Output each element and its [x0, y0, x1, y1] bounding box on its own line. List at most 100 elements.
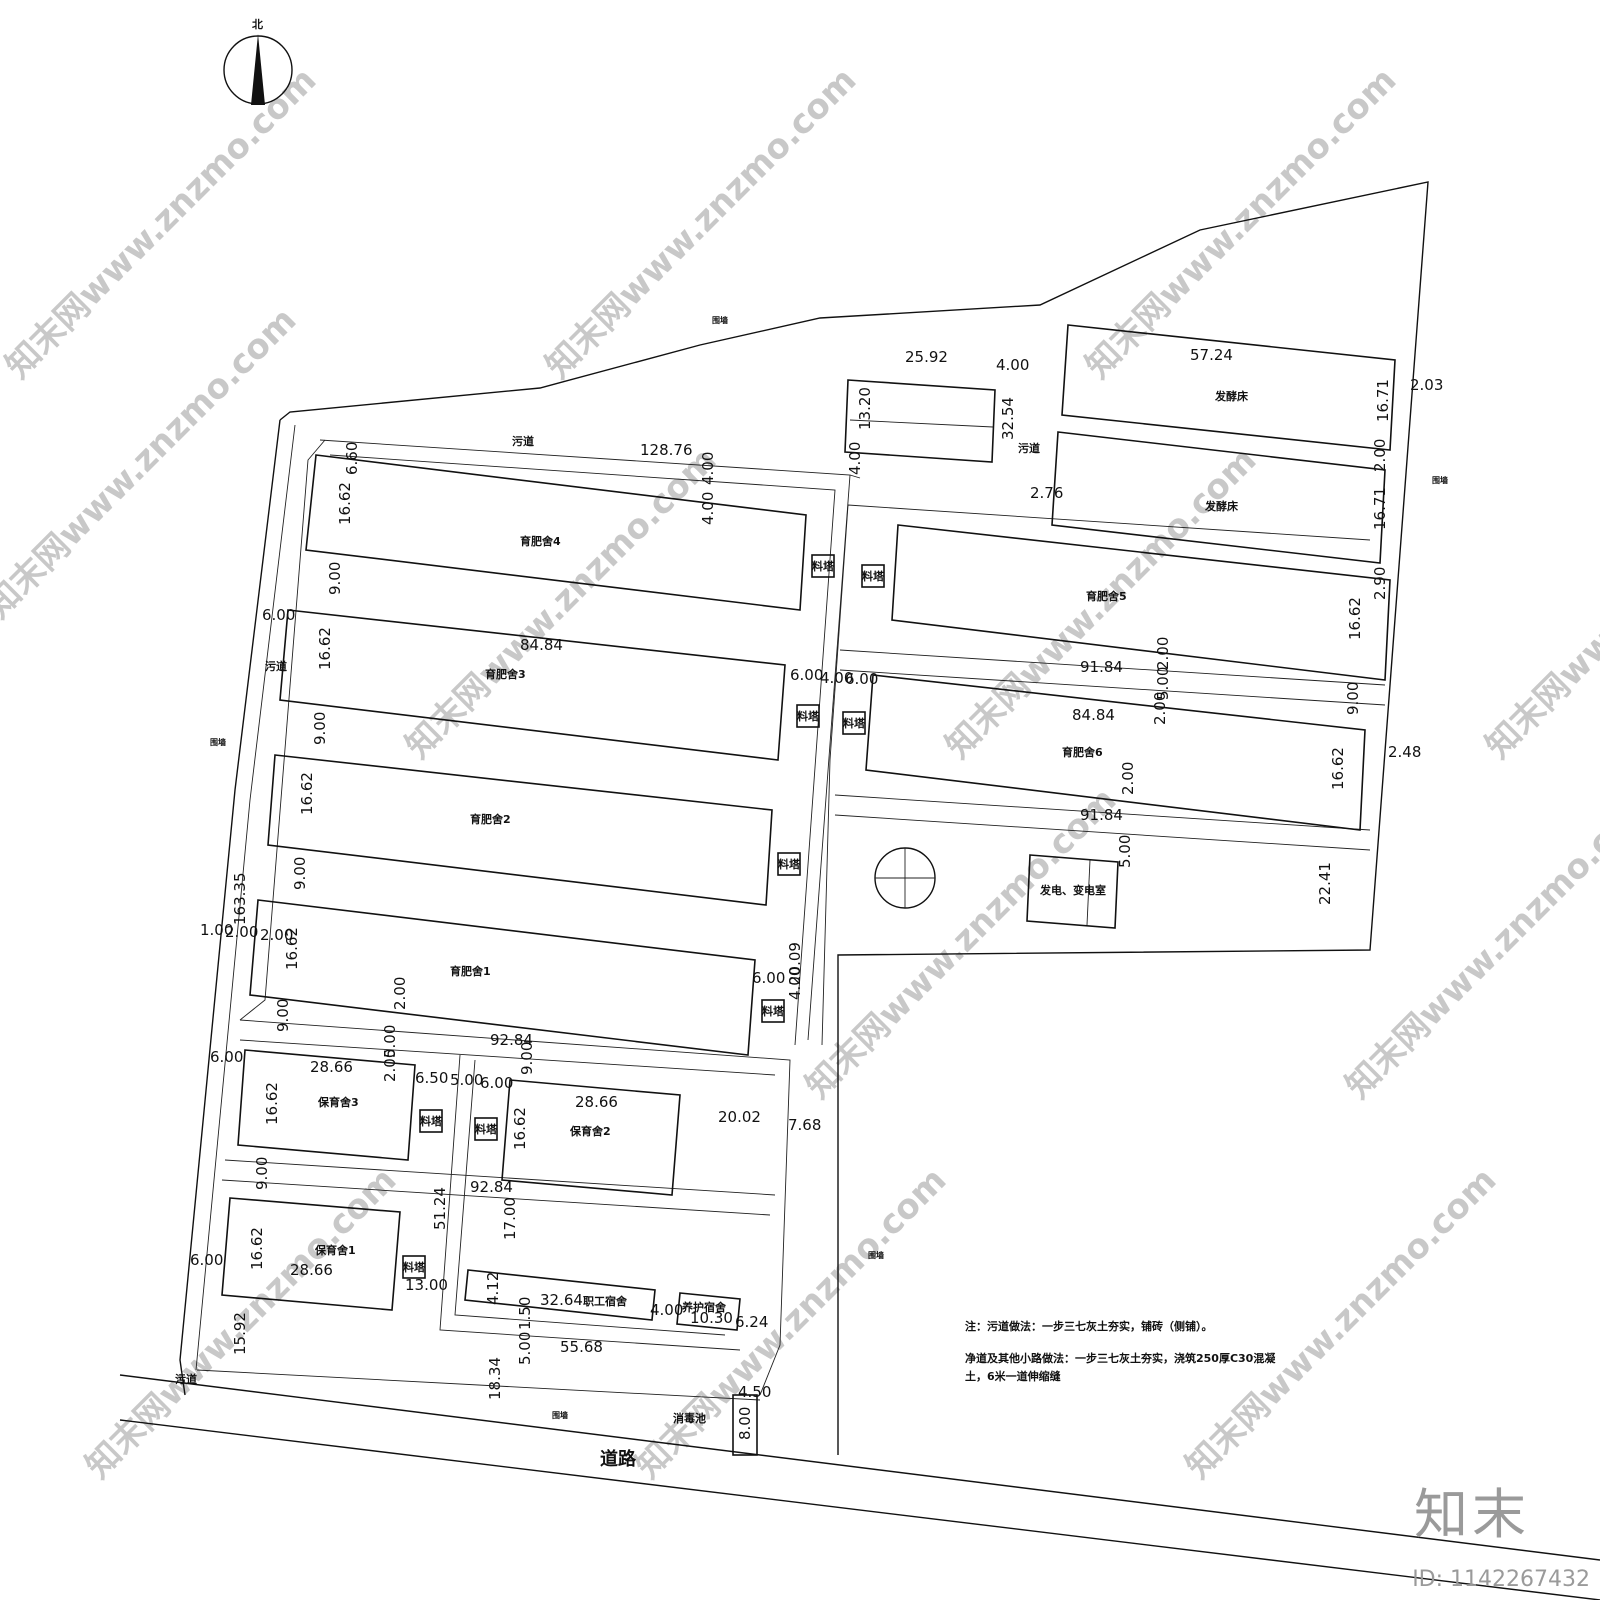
- dimension: 6.00: [190, 1251, 223, 1269]
- dimension: 10.30: [690, 1309, 733, 1327]
- dimension: 9.00: [518, 1042, 536, 1075]
- dimension: 2.00: [391, 977, 409, 1010]
- feed-tower: [402, 1255, 426, 1279]
- dimension: 20.02: [718, 1108, 761, 1126]
- dimension: 51.24: [431, 1187, 449, 1230]
- dimension: 4.00: [996, 356, 1029, 374]
- dimension: 2.00: [1119, 762, 1137, 795]
- label-dirty-road: 污道: [265, 659, 287, 673]
- watermark-text: 知末网www.znzmo.com: [1338, 780, 1600, 1106]
- dimension: 6.00: [210, 1048, 243, 1066]
- dimension: 28.66: [290, 1261, 333, 1279]
- dimension: 6.00: [845, 670, 878, 688]
- feed-tower: [796, 704, 820, 728]
- building-nursery3: [279, 609, 786, 761]
- label-nursery2: 育肥舍2: [470, 812, 511, 826]
- watermark-text: 知末网www.znzmo.com: [538, 60, 864, 386]
- watermark-layer: 知末网www.znzmo.com 知末网www.znzmo.com 知末网www…: [0, 60, 1600, 1486]
- label-feed-tower: 料塔: [475, 1122, 498, 1136]
- dimension: 16.62: [336, 482, 354, 525]
- dimension: 28.66: [575, 1093, 618, 1111]
- internal-roads: [221, 439, 1386, 1396]
- label-wall: 围墙: [712, 315, 728, 325]
- dimension: 4.00: [650, 1301, 683, 1319]
- watermark-text: 知末网www.znzmo.com: [398, 440, 724, 766]
- dimension: 9.00: [253, 1157, 271, 1190]
- dimension: 4.50: [738, 1383, 771, 1401]
- brand-logo: 知末: [1414, 1483, 1530, 1546]
- road: 道路: [119, 1374, 1600, 1600]
- building-nursery2: [267, 754, 773, 906]
- label-guard-dorm: 养护宿舍: [681, 1300, 727, 1314]
- label-dirty-road: 污道: [175, 1372, 197, 1386]
- watermark-text: 知末网www.znzmo.com: [798, 780, 1124, 1106]
- dimension: 2.00: [260, 926, 293, 944]
- dimension: 9.00: [311, 712, 329, 745]
- dimension: 84.84: [520, 636, 563, 654]
- dimension: 2.76: [1030, 484, 1063, 502]
- dimension: 2.00: [1151, 692, 1169, 725]
- dimension: 4.12: [484, 1272, 502, 1305]
- label-feed-tower: 料塔: [762, 1004, 785, 1018]
- dimension: 20.09: [786, 942, 804, 985]
- label-feed-tower: 料塔: [843, 716, 866, 730]
- feed-tower: [861, 564, 885, 588]
- feed-tower: [842, 711, 866, 735]
- feed-towers: [402, 554, 885, 1279]
- dimension: 17.00: [501, 1197, 519, 1240]
- dimension: 8.00: [736, 1407, 754, 1440]
- dimension-labels: 25.92 4.00 57.24 2.03 2.76 128.76 6.00 8…: [190, 346, 1443, 1401]
- dimension: 6.24: [735, 1313, 768, 1331]
- label-wall: 围墙: [868, 1250, 884, 1260]
- dimension: 2.48: [1388, 743, 1421, 761]
- dimension: 5.00: [381, 1025, 399, 1058]
- dimension: 9.00: [274, 999, 292, 1032]
- dimension: 6.00: [262, 606, 295, 624]
- dimension: 16.71: [1374, 379, 1392, 422]
- label-feed-tower: 料塔: [862, 569, 885, 583]
- note-dirty-road: 注：污道做法：一步三七灰土夯实，铺砖（侧铺）。: [965, 1320, 1213, 1333]
- label-dirty-road: 污道: [512, 434, 534, 448]
- dimension: 1.00: [200, 921, 233, 939]
- dimension: 18.34: [486, 1357, 504, 1400]
- feed-tower: [811, 554, 835, 578]
- label-nursery6: 育肥舍6: [1062, 745, 1103, 759]
- dimension: 5.00: [1116, 835, 1134, 868]
- label-feed-tower: 料塔: [797, 709, 820, 723]
- label-feed-tower: 料塔: [420, 1114, 443, 1128]
- label-nursery4: 育肥舍4: [520, 534, 561, 548]
- label-care1: 保育舍1: [314, 1243, 356, 1257]
- label-staff-dorm: 职工宿舍: [583, 1294, 628, 1308]
- dimension: 16.62: [511, 1107, 529, 1150]
- dimension: 16.62: [316, 627, 334, 670]
- building-nursery5: [891, 524, 1391, 681]
- dimension: 7.68: [788, 1116, 821, 1134]
- dimension: 91.84: [1080, 658, 1123, 676]
- feed-tower: [474, 1117, 498, 1141]
- label-feed-tower: 料塔: [403, 1260, 426, 1274]
- north-arrow: 北: [223, 17, 293, 105]
- feed-tower: [761, 999, 785, 1023]
- dimension: 92.84: [470, 1178, 513, 1196]
- dimension: 28.66: [310, 1058, 353, 1076]
- building-care1: [221, 1197, 401, 1311]
- building-guard-dorm: [676, 1292, 741, 1331]
- dimension: 6.60: [343, 442, 361, 475]
- dimension: 9.00: [1344, 682, 1362, 715]
- dimension: 1.50: [516, 1297, 534, 1330]
- building-ferment1: [1061, 324, 1396, 451]
- label-wall: 围墙: [210, 737, 226, 747]
- dimension: 13.00: [405, 1276, 448, 1294]
- label-nursery5: 育肥舍5: [1086, 589, 1127, 603]
- building-labels: 育肥舍4 育肥舍3 育肥舍2 育肥舍1 育肥舍5 育肥舍6 发酵床 发酵床 保育…: [175, 315, 1448, 1425]
- dimension: 32.64: [540, 1291, 583, 1309]
- site-boundary: [179, 181, 1429, 1455]
- dimension-labels-vertical: 13.20 32.54 16.71 2.00 16.71 6.60 4.00 4…: [231, 379, 1392, 1440]
- road-label: 道路: [600, 1448, 637, 1470]
- dimension: 2.00: [1154, 637, 1172, 670]
- dimension: 16.62: [1346, 597, 1364, 640]
- dimension: 2.03: [1410, 376, 1443, 394]
- dimension: 6.00: [752, 969, 785, 987]
- buildings: [221, 324, 1396, 1456]
- building-staff-dorm: [464, 1269, 656, 1321]
